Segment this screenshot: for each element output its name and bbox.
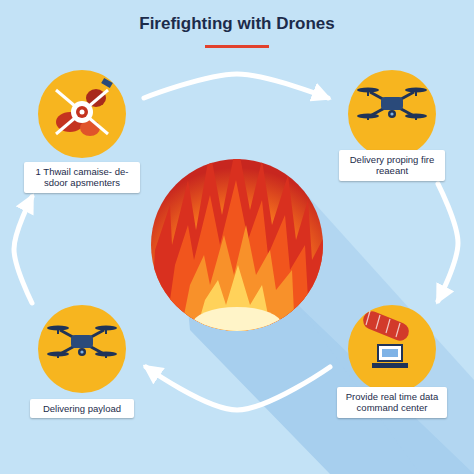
step-node: Delivering payload <box>22 305 142 418</box>
step-label: Delivery proping fire reaeant <box>339 150 445 181</box>
cycle-arrow <box>14 197 32 303</box>
cycle-arrow <box>438 184 458 301</box>
cycle-arrow <box>144 74 328 98</box>
title: Firefighting with Drones <box>0 14 474 34</box>
step-node: Provide real time data command center <box>332 305 452 418</box>
step-node: Delivery proping fire reaeant <box>332 68 452 181</box>
step-label: Delivering payload <box>30 399 134 418</box>
step-label: 1 Thwail camaise- de-sdoor apsmenters <box>24 162 140 193</box>
step-label: Provide real time data command center <box>337 387 447 418</box>
step-node: 1 Thwail camaise- de-sdoor apsmenters <box>22 68 142 193</box>
cycle-arrow <box>146 367 330 410</box>
